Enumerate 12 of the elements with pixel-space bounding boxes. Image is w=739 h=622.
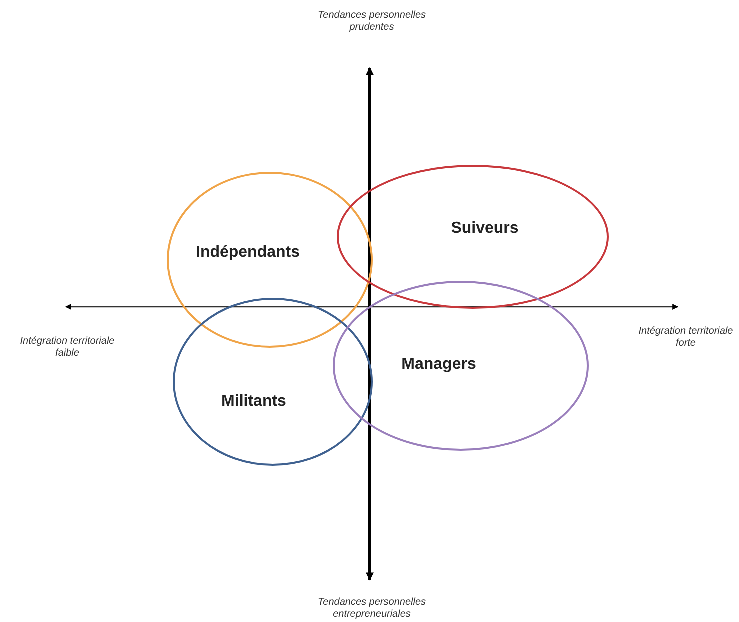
axis-label: Intégration territoriale forte [638, 326, 734, 350]
axis-label: Intégration territoriale faible [19, 336, 116, 360]
axis-label: Tendances personnelles prudentes [316, 10, 428, 34]
group-name: Militants [222, 393, 286, 411]
axis-label: Tendances personnelles entrepreneuriales [316, 597, 428, 621]
group-name: Managers [402, 356, 476, 374]
group-name: Indépendants [196, 244, 300, 262]
ellipse [333, 281, 589, 451]
group-name: Suiveurs [451, 220, 519, 238]
ellipse [173, 298, 373, 466]
ellipse [167, 172, 373, 348]
ellipse [337, 165, 609, 309]
